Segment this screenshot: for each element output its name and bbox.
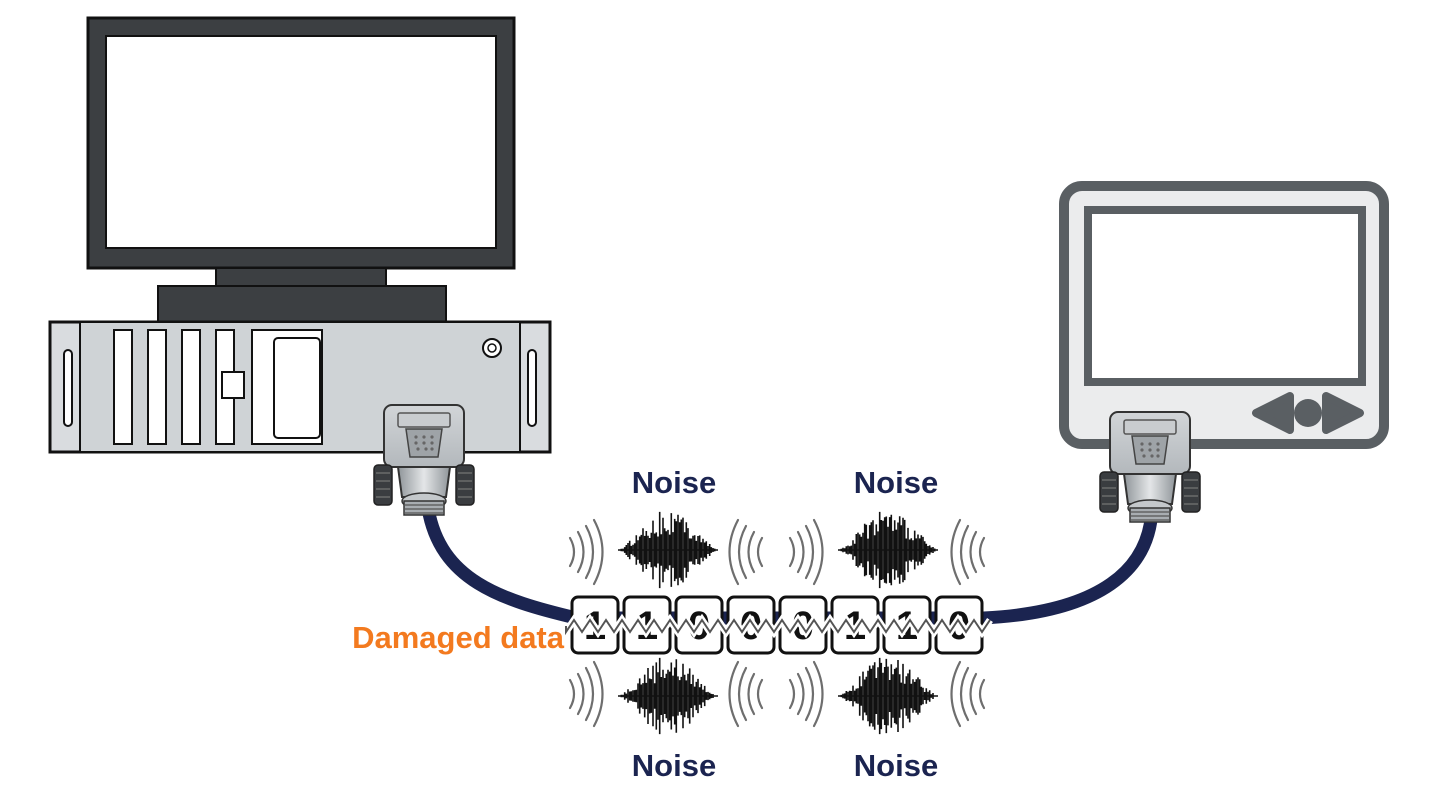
damage-zigzag: [565, 618, 991, 636]
noise-label-bottom-right: Noise: [854, 748, 938, 783]
sound-wave-arcs-icon: [568, 518, 604, 586]
sound-wave-arcs-icon: [788, 518, 824, 586]
noise-label-top-left: Noise: [632, 465, 716, 500]
sound-wave-arcs-icon: [788, 660, 824, 728]
sound-wave-arcs-icon: [728, 518, 764, 586]
sound-wave-arcs-icon: [728, 660, 764, 728]
serial-cable: [421, 501, 1159, 625]
sound-wave-arcs-icon: [950, 660, 986, 728]
db9-connector-icon: [1099, 411, 1201, 523]
sound-wave-arcs-icon: [568, 660, 604, 728]
audio-waveform-icon: [838, 657, 938, 735]
audio-waveform-icon: [618, 511, 718, 589]
noise-label-bottom-left: Noise: [632, 748, 716, 783]
noise-layer: [568, 511, 986, 735]
audio-waveform-icon: [838, 511, 938, 589]
db9-connector-icon: [373, 404, 475, 516]
desktop-computer-icon: [48, 16, 552, 454]
audio-waveform-icon: [618, 657, 718, 735]
sound-wave-arcs-icon: [950, 518, 986, 586]
hmi-panel-icon: [1059, 181, 1389, 449]
damaged-data-label: Damaged data: [352, 620, 565, 655]
noise-label-top-right: Noise: [854, 465, 938, 500]
